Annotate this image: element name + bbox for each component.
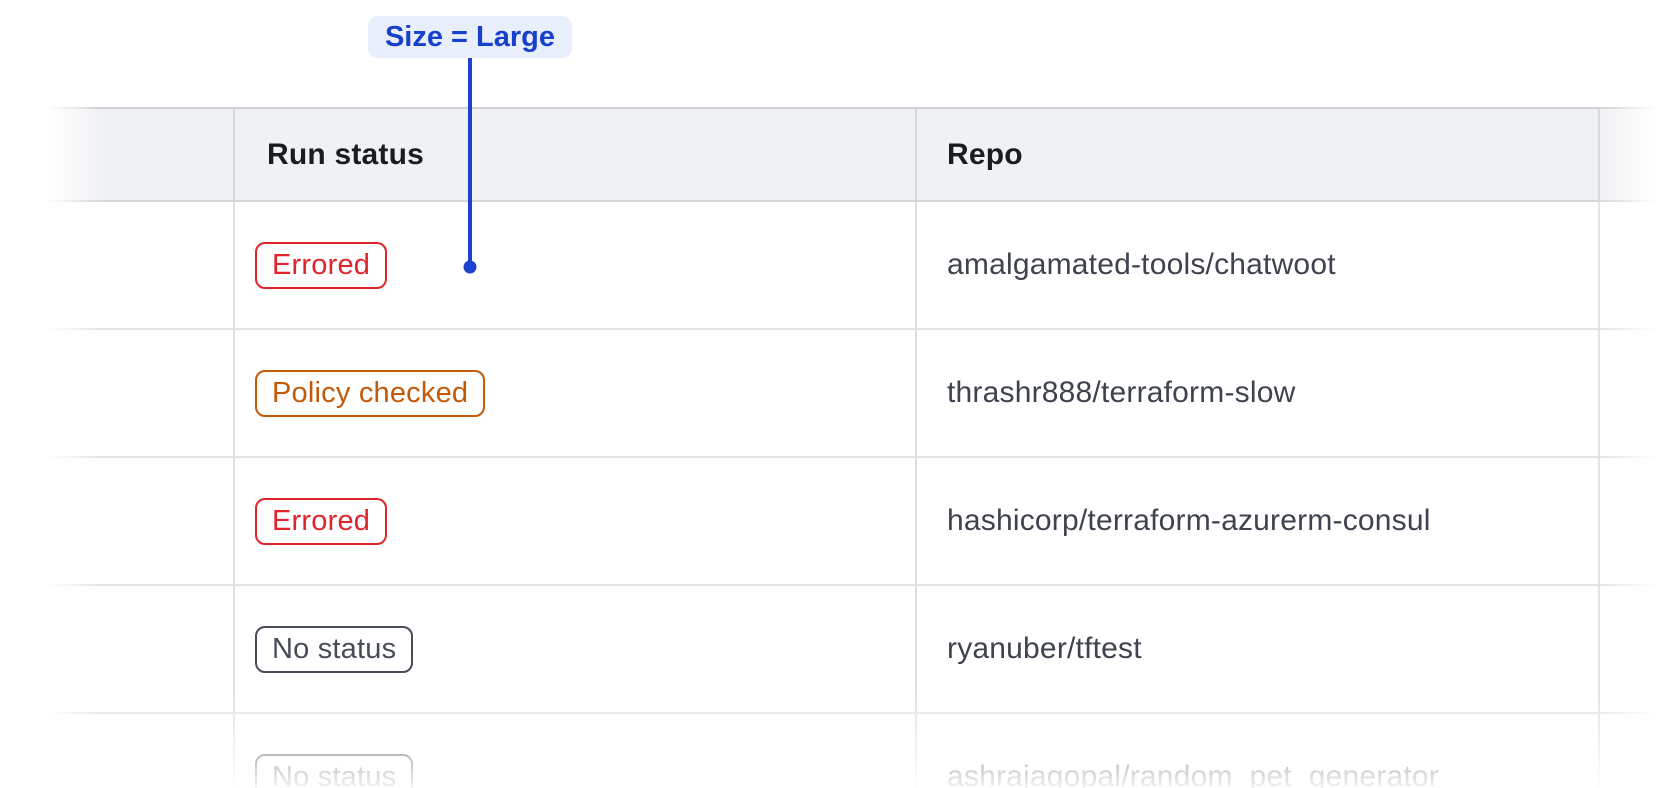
row-cell-repo: thrashr888/terraform-slow — [915, 330, 1598, 456]
table-row[interactable]: Policy checked thrashr888/terraform-slow — [43, 330, 1672, 458]
row-cell-empty — [43, 458, 233, 584]
row-cell-empty-end — [1598, 714, 1672, 788]
row-cell-status: No status — [233, 586, 915, 712]
annotation-pointer-line — [468, 58, 472, 262]
header-cell-empty — [43, 109, 233, 200]
run-status-column-label: Run status — [267, 137, 425, 171]
status-badge: Policy checked — [255, 369, 486, 417]
header-cell-empty-end — [1598, 109, 1672, 200]
table-row[interactable]: Errored hashicorp/terraform-azurerm-cons… — [43, 458, 1672, 586]
row-cell-status: Policy checked — [233, 330, 915, 456]
row-cell-repo: ashrajagopal/random_pet_generator — [915, 714, 1598, 788]
row-cell-status: Errored — [233, 458, 915, 584]
row-cell-empty — [43, 330, 233, 456]
table-row[interactable]: Errored amalgamated-tools/chatwoot — [43, 202, 1672, 330]
row-cell-repo: hashicorp/terraform-azurerm-consul — [915, 458, 1598, 584]
table-row[interactable]: No status ryanuber/tftest — [43, 586, 1672, 714]
row-cell-empty — [43, 586, 233, 712]
row-cell-empty-end — [1598, 586, 1672, 712]
repo-name: hashicorp/terraform-azurerm-consul — [947, 504, 1431, 537]
row-cell-repo: amalgamated-tools/chatwoot — [915, 202, 1598, 328]
repo-name: ashrajagopal/random_pet_generator — [947, 760, 1439, 788]
header-cell-run-status: Run status — [233, 109, 915, 200]
row-cell-empty-end — [1598, 330, 1672, 456]
header-cell-repo: Repo — [915, 109, 1598, 200]
row-cell-empty-end — [1598, 458, 1672, 584]
annotation-label: Size = Large — [367, 16, 573, 58]
table-header-row: Run status Repo — [43, 107, 1672, 202]
status-badge: Errored — [255, 497, 388, 545]
table-row[interactable]: No status ashrajagopal/random_pet_genera… — [43, 714, 1672, 788]
status-badge: Errored — [255, 241, 388, 289]
row-cell-empty — [43, 714, 233, 788]
row-cell-status: Errored — [233, 202, 915, 328]
repo-name: ryanuber/tftest — [947, 632, 1142, 665]
repo-name: thrashr888/terraform-slow — [947, 376, 1296, 409]
runs-table: Run status Repo Errored amalgamated-tool… — [43, 107, 1672, 788]
status-badge: No status — [255, 625, 414, 673]
repo-column-label: Repo — [947, 137, 1023, 171]
repo-name: amalgamated-tools/chatwoot — [947, 248, 1336, 281]
row-cell-status: No status — [233, 714, 915, 788]
status-badge: No status — [255, 753, 414, 788]
annotation-pointer-dot — [463, 260, 477, 274]
row-cell-repo: ryanuber/tftest — [915, 586, 1598, 712]
row-cell-empty — [43, 202, 233, 328]
row-cell-empty-end — [1598, 202, 1672, 328]
